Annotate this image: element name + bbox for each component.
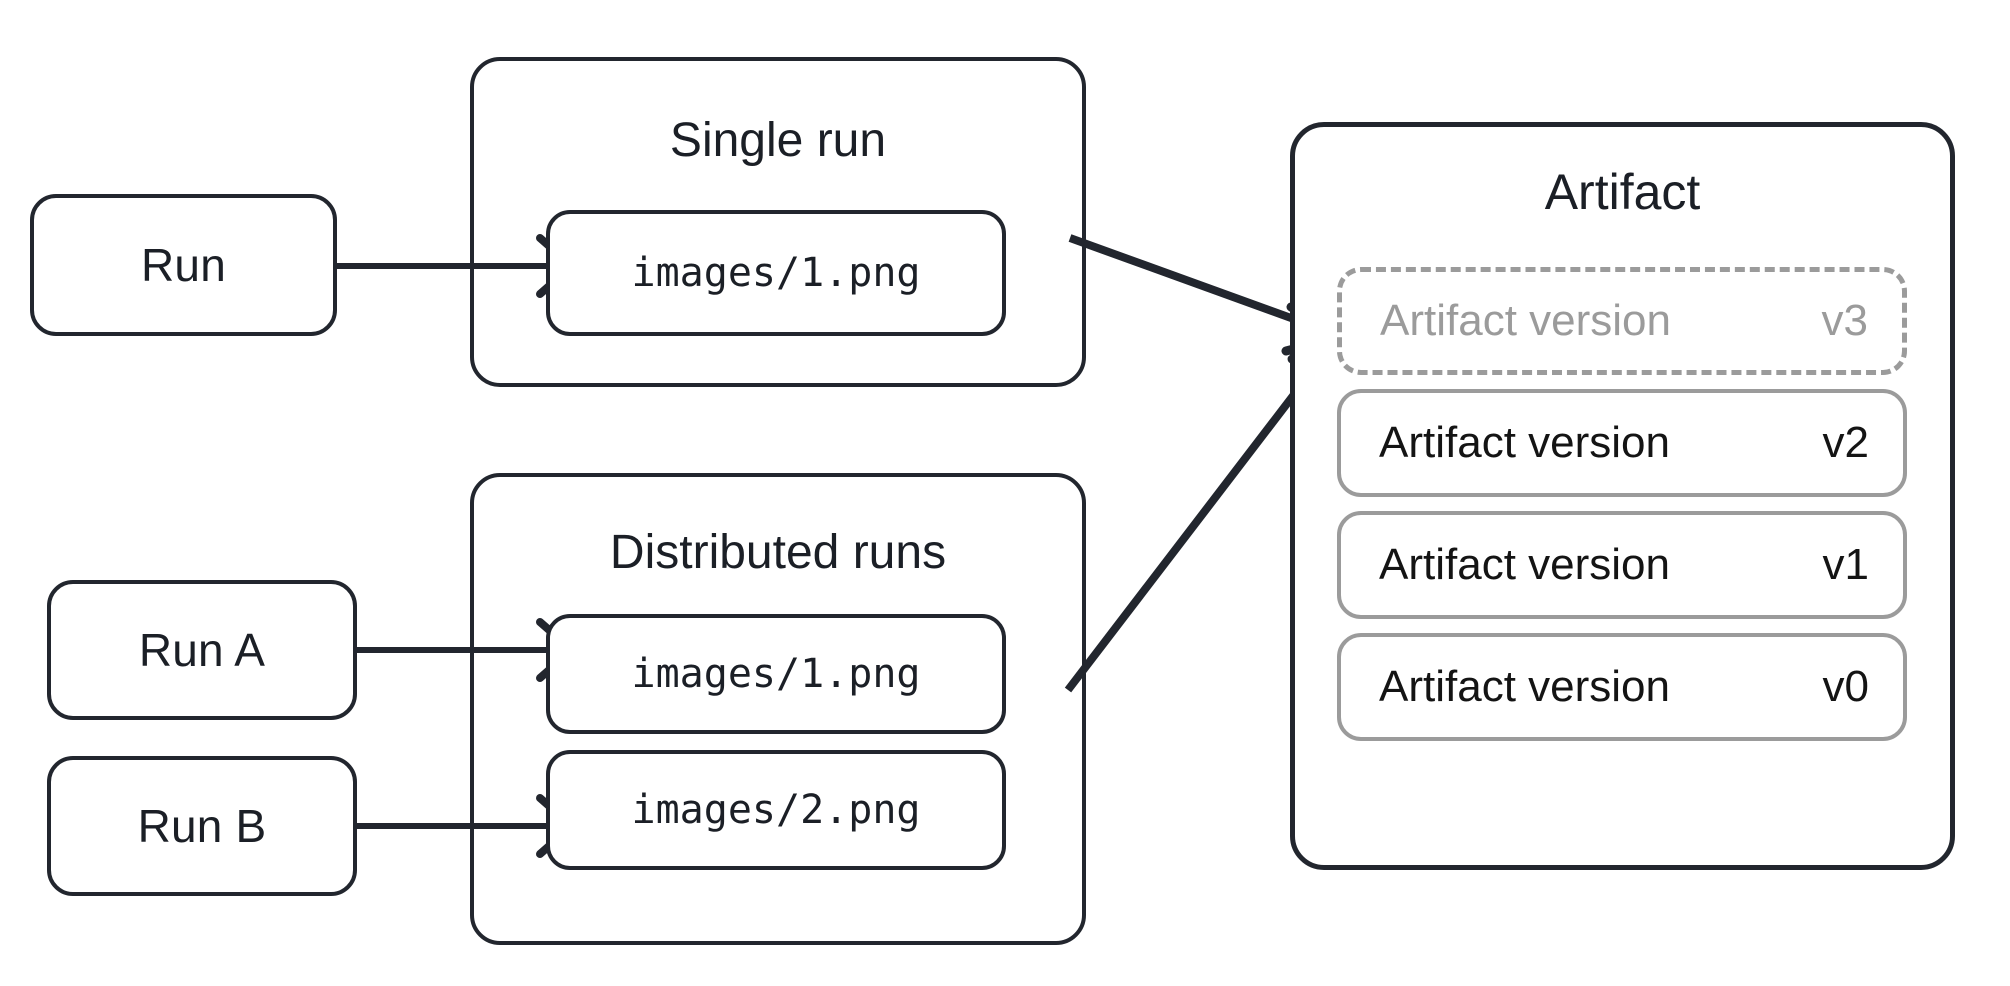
- artifact-version-row-v1-tag: v1: [1822, 540, 1869, 589]
- run-node-a-label: Run A: [138, 624, 266, 676]
- artifact-version-row-v3[interactable]: Artifact version v3: [1337, 267, 1907, 375]
- artifact-version-row-v3-name: Artifact version: [1380, 296, 1671, 345]
- run-node-single[interactable]: Run: [30, 194, 337, 336]
- artifact-version-row-v0-name: Artifact version: [1379, 662, 1670, 711]
- file-chip-distributed-1[interactable]: images/1.png: [546, 614, 1006, 734]
- artifact-panel: Artifact Artifact version v3 Artifact ve…: [1290, 122, 1955, 870]
- file-chip-single-run-1[interactable]: images/1.png: [546, 210, 1006, 336]
- artifact-version-row-v2-name: Artifact version: [1379, 418, 1670, 467]
- artifact-version-row-v2[interactable]: Artifact version v2: [1337, 389, 1907, 497]
- file-chip-distributed-1-label: images/1.png: [631, 651, 921, 697]
- file-chip-distributed-2-label: images/2.png: [631, 787, 921, 833]
- artifact-panel-title: Artifact: [1544, 164, 1701, 220]
- file-chip-single-run-1-label: images/1.png: [631, 250, 921, 296]
- artifact-version-row-v1[interactable]: Artifact version v1: [1337, 511, 1907, 619]
- group-distributed-runs: Distributed runs: [470, 473, 1086, 945]
- artifact-version-row-v3-tag: v3: [1821, 296, 1868, 345]
- run-node-b-label: Run B: [137, 800, 267, 852]
- run-node-single-label: Run: [141, 239, 226, 291]
- run-node-a[interactable]: Run A: [47, 580, 357, 720]
- artifact-version-row-v1-name: Artifact version: [1379, 540, 1670, 589]
- run-node-b[interactable]: Run B: [47, 756, 357, 896]
- group-distributed-runs-title: Distributed runs: [609, 526, 947, 579]
- group-single-run-title: Single run: [669, 114, 887, 167]
- artifact-version-row-v2-tag: v2: [1822, 418, 1869, 467]
- file-chip-distributed-2[interactable]: images/2.png: [546, 750, 1006, 870]
- group-single-run: Single run: [470, 57, 1086, 387]
- artifact-version-row-v0[interactable]: Artifact version v0: [1337, 633, 1907, 741]
- artifact-version-row-v0-tag: v0: [1822, 662, 1869, 711]
